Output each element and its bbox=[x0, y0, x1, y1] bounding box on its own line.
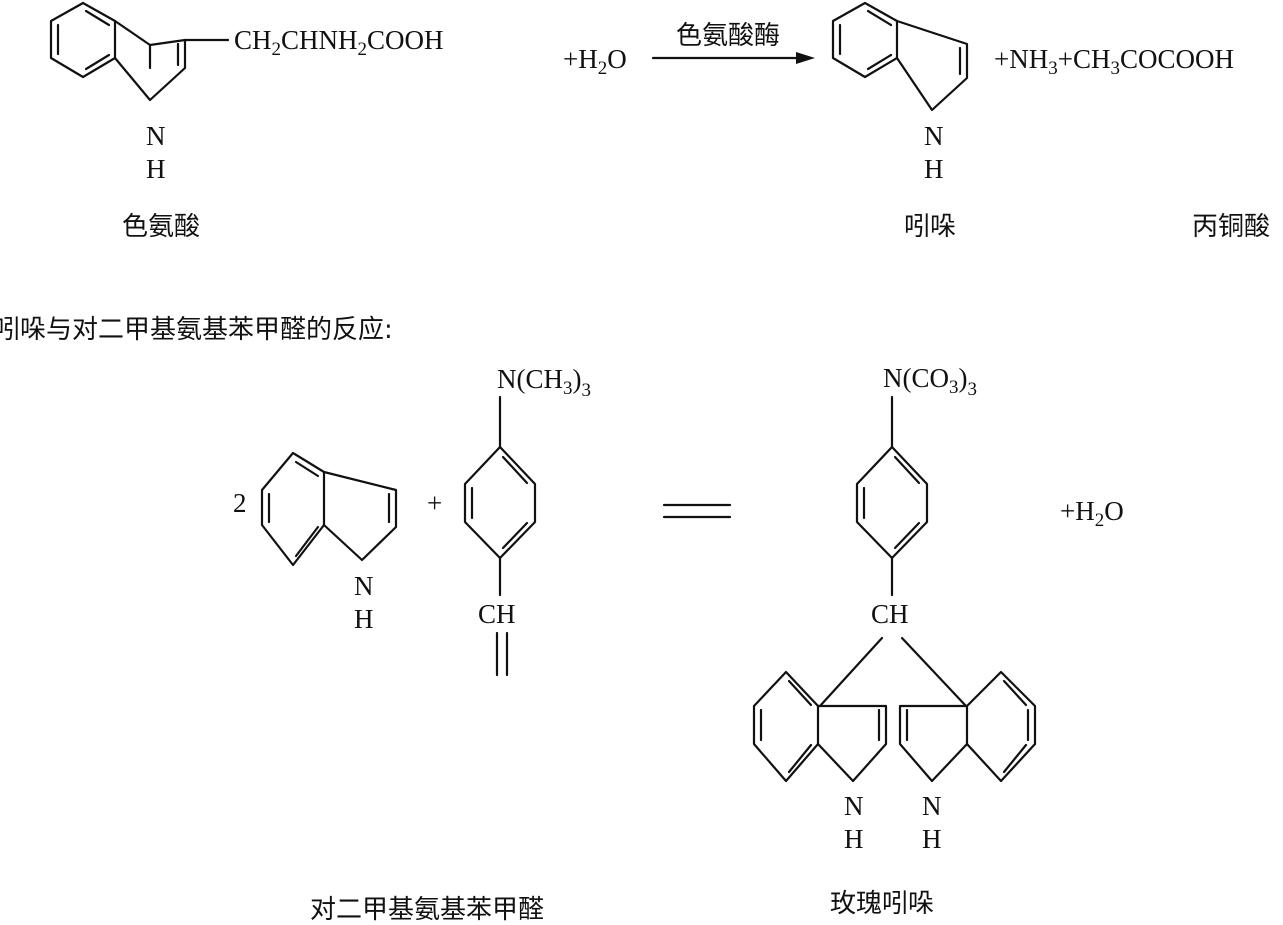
reagent-structure: N(CH3)3 CH bbox=[463, 364, 591, 677]
indole-structure: N H bbox=[831, 1, 969, 184]
label-rose-indole: 玫瑰吲哚 bbox=[830, 889, 934, 919]
plus-sign: + bbox=[427, 488, 442, 518]
label-indole: 吲哚 bbox=[904, 212, 956, 242]
label-reagent: 对二甲基氨基苯甲醛 bbox=[310, 895, 544, 925]
tryptophan-structure: CH2CHNH2COOH N H bbox=[49, 1, 444, 184]
reaction-arrow bbox=[651, 52, 815, 64]
rose-indole-right-h-atom: H bbox=[922, 824, 942, 854]
tryptophan-h-atom: H bbox=[146, 154, 166, 184]
tryptophan-n-atom: N bbox=[146, 121, 166, 151]
products-tail: +NH3+CH3COCOOH bbox=[994, 44, 1234, 79]
indole-reactant-h-atom: H bbox=[354, 604, 374, 634]
reagent-ch: CH bbox=[478, 599, 516, 629]
tryptophan-side-chain: CH2CHNH2COOH bbox=[234, 25, 444, 60]
indole-reactant-n-atom: N bbox=[354, 571, 374, 601]
reaction1-water: +H2O bbox=[563, 44, 627, 79]
product-amine-group: N(CO3)3 bbox=[883, 363, 977, 400]
product-ch: CH bbox=[871, 599, 909, 629]
reaction2-water: +H2O bbox=[1060, 496, 1124, 531]
label-tryptophan: 色氨酸 bbox=[122, 212, 200, 242]
rose-indole-left-n-atom: N bbox=[844, 791, 864, 821]
indole-h-atom: H bbox=[924, 154, 944, 184]
rose-indole-structure: N(CO3)3 CH N H N H bbox=[752, 363, 1037, 854]
rose-indole-right-n-atom: N bbox=[922, 791, 942, 821]
equals-sign bbox=[662, 503, 732, 519]
reagent-amine-group: N(CH3)3 bbox=[497, 364, 591, 401]
enzyme-label: 色氨酸酶 bbox=[676, 21, 780, 51]
indole-n-atom: N bbox=[924, 121, 944, 151]
indole-reactant-structure: N H bbox=[260, 451, 398, 634]
rose-indole-left-h-atom: H bbox=[844, 824, 864, 854]
label-pyruvate: 丙铜酸 bbox=[1192, 212, 1270, 242]
section-heading: 吲哚与对二甲基氨基苯甲醛的反应: bbox=[0, 315, 393, 345]
coefficient: 2 bbox=[233, 488, 247, 518]
